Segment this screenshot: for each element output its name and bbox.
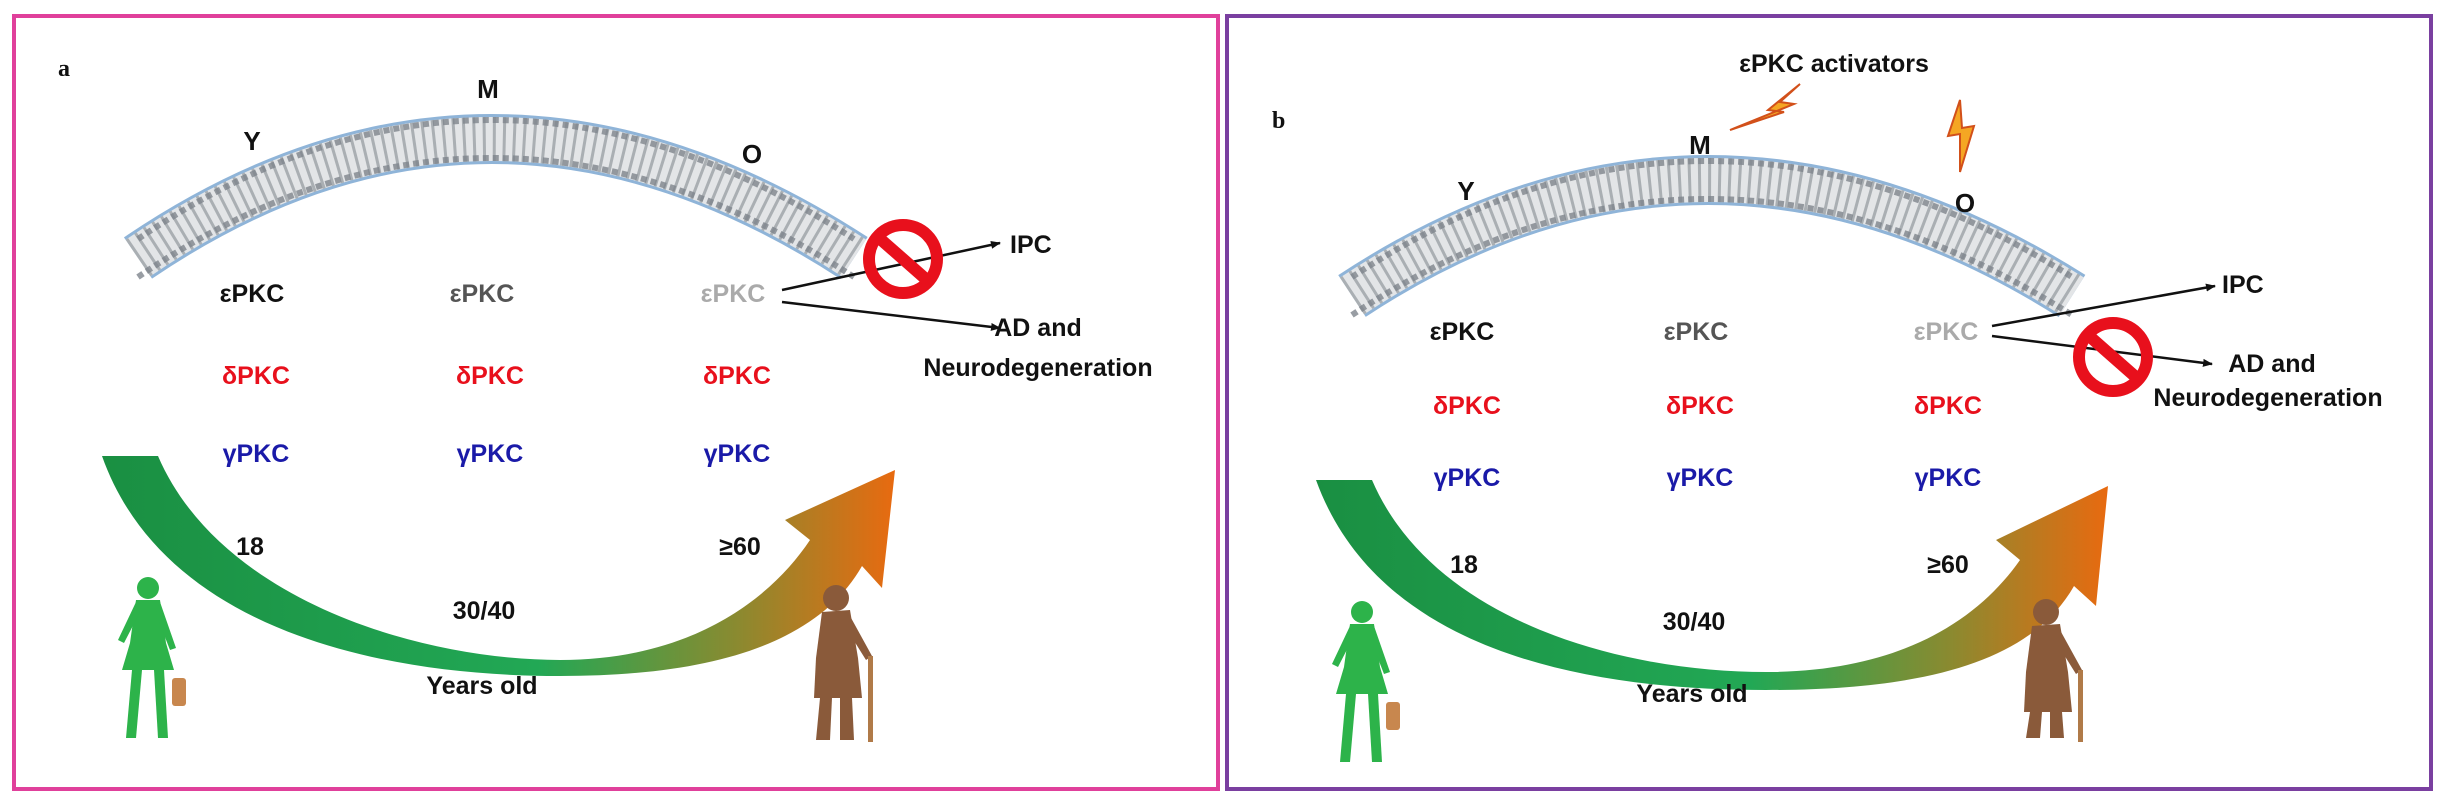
output-ipc: IPC [2222, 271, 2264, 299]
arrow-to-ipc [1991, 283, 2216, 328]
young-woman-icon [118, 577, 186, 738]
panel-a-border [12, 14, 1220, 791]
gpkc-middle: γPKC [457, 440, 524, 468]
epkc-old: εPKC [701, 280, 766, 308]
membrane-icon [123, 114, 868, 280]
age-arrow-icon [102, 456, 895, 676]
panel-a: a Y M O εPKC εPKC εPKC δPKC δPKC δPKC γP… [12, 14, 1220, 791]
panel-a-letter: a [58, 56, 70, 82]
age-60: ≥60 [1927, 551, 1969, 579]
gpkc-middle: γPKC [1667, 464, 1734, 492]
young-woman-icon [1332, 601, 1400, 762]
epkc-young: εPKC [1430, 318, 1495, 346]
elderly-person-icon [814, 585, 873, 742]
arrow-to-ipc [781, 240, 1001, 292]
output-ad-line2: Neurodegeneration [2153, 384, 2382, 412]
age-30-40: 30/40 [453, 597, 516, 625]
age-label-old: O [742, 139, 762, 169]
age-label-young: Y [1457, 176, 1474, 206]
activators-label: εPKC activators [1739, 50, 1929, 78]
years-old-label: Years old [426, 672, 537, 700]
epkc-young: εPKC [220, 280, 285, 308]
epkc-middle: εPKC [450, 280, 515, 308]
output-ipc: IPC [1010, 231, 1052, 259]
gpkc-old: γPKC [704, 440, 771, 468]
gpkc-young: γPKC [1434, 464, 1501, 492]
dpkc-middle: δPKC [456, 362, 524, 390]
age-arrow-icon [1316, 480, 2108, 690]
gpkc-old: γPKC [1915, 464, 1982, 492]
years-old-label: Years old [1636, 680, 1747, 708]
elderly-person-icon [2024, 599, 2083, 742]
no-sign-icon [863, 219, 943, 299]
output-ad-line2: Neurodegeneration [923, 354, 1152, 382]
panel-b: b εPKC activators Y M O εPKC εPKC εPKC δ… [1225, 14, 2433, 791]
dpkc-old: δPKC [703, 362, 771, 390]
epkc-middle: εPKC [1664, 318, 1729, 346]
panel-b-border [1225, 14, 2433, 791]
age-label-old: O [1955, 188, 1975, 218]
age-label-middle: M [477, 74, 499, 104]
output-ad-line1: AD and [994, 314, 1082, 342]
lightning-bolt-icon [1729, 83, 1976, 173]
age-label-middle: M [1689, 130, 1711, 160]
dpkc-middle: δPKC [1666, 392, 1734, 420]
epkc-old: εPKC [1914, 318, 1979, 346]
age-60: ≥60 [719, 533, 761, 561]
dpkc-young: δPKC [1433, 392, 1501, 420]
age-18: 18 [1450, 551, 1478, 579]
arrow-to-ad [781, 300, 1001, 331]
no-sign-icon [2073, 317, 2153, 397]
dpkc-young: δPKC [222, 362, 290, 390]
panel-b-letter: b [1272, 108, 1285, 134]
dpkc-old: δPKC [1914, 392, 1982, 420]
gpkc-young: γPKC [223, 440, 290, 468]
age-18: 18 [236, 533, 264, 561]
age-30-40: 30/40 [1663, 608, 1726, 636]
membrane-icon [1338, 155, 2086, 318]
age-label-young: Y [243, 126, 260, 156]
output-ad-line1: AD and [2228, 350, 2316, 378]
